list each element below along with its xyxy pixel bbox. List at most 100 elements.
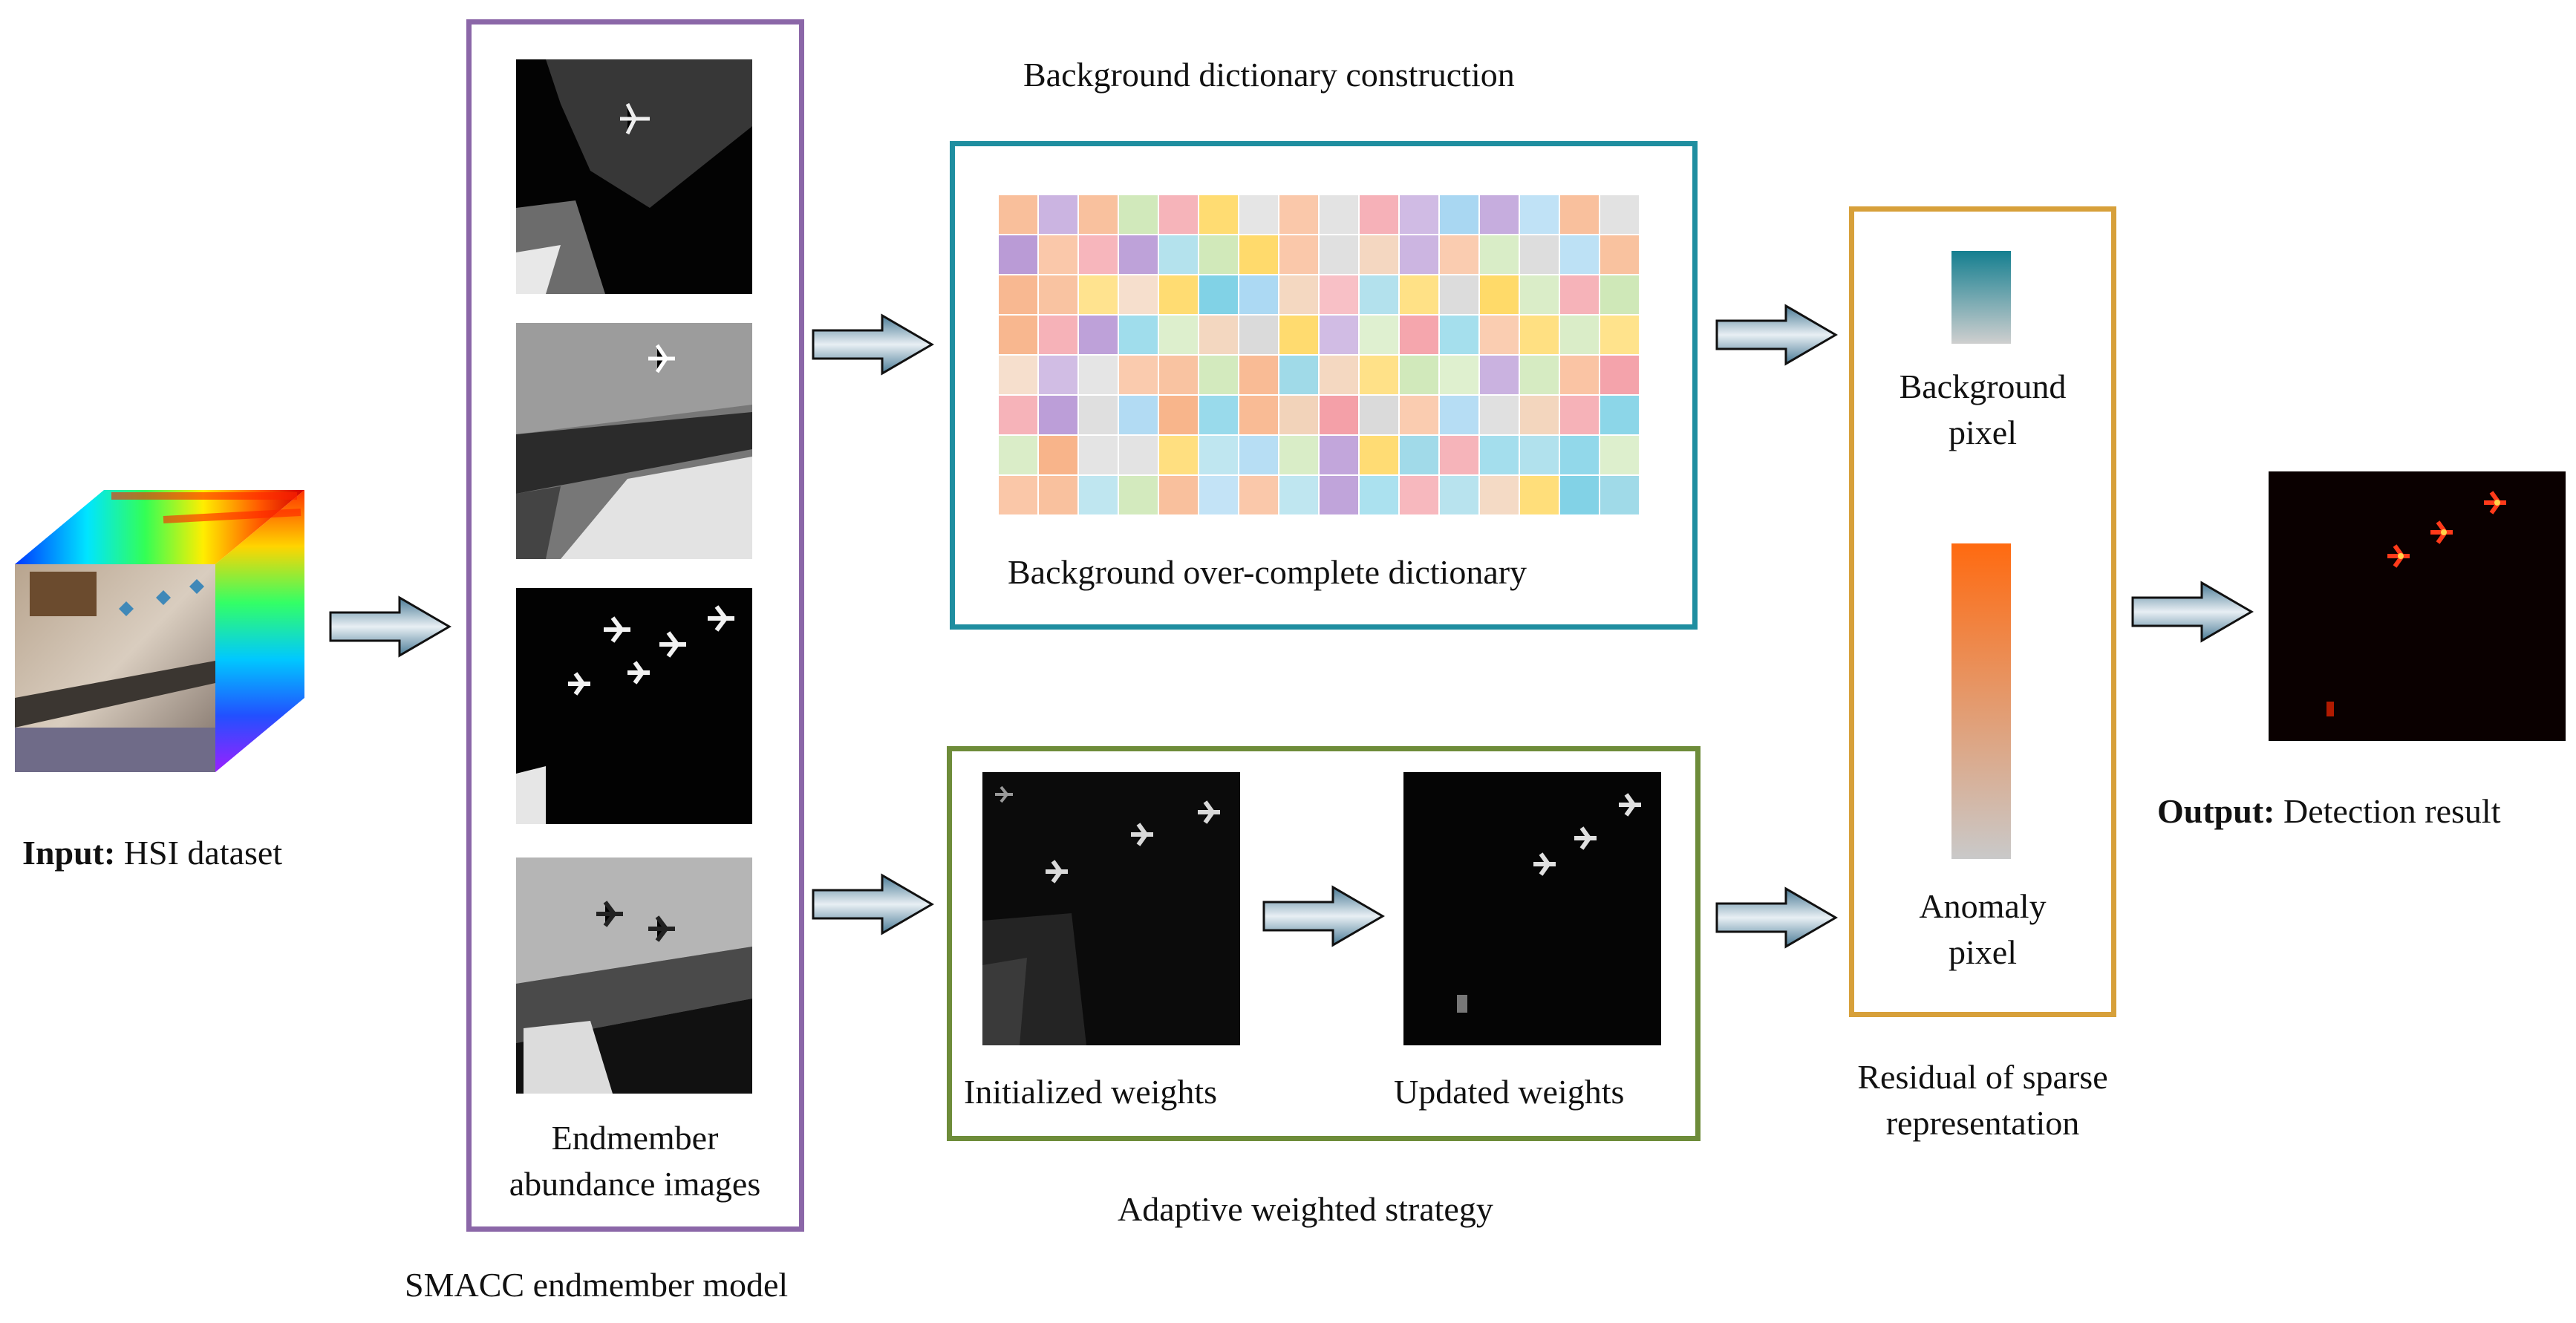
dictionary-atom-tile	[1039, 316, 1077, 354]
dictionary-atom-tile	[1400, 356, 1438, 394]
dictionary-atom-tile	[1119, 356, 1158, 394]
dictionary-atom-tile	[1279, 356, 1318, 394]
dictionary-atom-tile	[1039, 356, 1077, 394]
dictionary-atom-tile	[1239, 476, 1278, 514]
dictionary-atom-tile	[1320, 476, 1358, 514]
dictionary-atom-tile	[1239, 436, 1278, 474]
dictionary-atom-tile	[1320, 396, 1358, 434]
arrow-residual-to-output	[2131, 581, 2254, 643]
arrow-initialized-to-updated	[1262, 885, 1385, 947]
dictionary-atom-tile	[1199, 235, 1238, 274]
dictionary-atom-tile	[1199, 316, 1238, 354]
abundance-label-line1: Endmember	[551, 1119, 719, 1157]
dictionary-atom-tile	[1360, 195, 1398, 234]
dictionary-atom-tile	[1360, 396, 1398, 434]
dictionary-atom-tile	[1480, 396, 1519, 434]
dictionary-atom-tile	[1520, 356, 1559, 394]
dictionary-atom-tile	[1600, 195, 1639, 234]
dictionary-atom-tile	[1279, 436, 1318, 474]
dictionary-atom-tile	[1480, 316, 1519, 354]
dictionary-atom-tile	[1320, 316, 1358, 354]
abundance-image-1	[516, 59, 752, 294]
abundance-image-2	[516, 323, 752, 559]
dictionary-atom-tile	[1279, 275, 1318, 314]
background-pixel-line2: pixel	[1949, 414, 2017, 452]
dictionary-atom-tile	[1079, 195, 1118, 234]
abundance-image-3	[516, 588, 752, 824]
dictionary-atom-tile	[1159, 316, 1198, 354]
smacc-model-label: SMACC endmember model	[405, 1266, 789, 1304]
dictionary-atom-tile	[1119, 436, 1158, 474]
anomaly-pixel-label: Anomaly pixel	[1868, 883, 2098, 976]
dictionary-atom-tile	[1119, 396, 1158, 434]
dictionary-atom-tile	[1400, 275, 1438, 314]
dictionary-atom-tile	[1480, 235, 1519, 274]
dictionary-atom-tile	[1440, 195, 1478, 234]
dictionary-atom-tile	[1279, 235, 1318, 274]
detection-result-image	[2269, 471, 2566, 741]
smacc-box	[466, 19, 804, 1232]
dictionary-atom-tile	[1119, 275, 1158, 314]
arrow-dictionary-to-residual	[1715, 304, 1838, 366]
dictionary-atom-tile	[1480, 275, 1519, 314]
abundance-image-4	[516, 858, 752, 1094]
dictionary-atom-tile	[1400, 195, 1438, 234]
dictionary-atom-tile	[1560, 396, 1599, 434]
dictionary-atom-tile	[1039, 195, 1077, 234]
input-label-text: HSI dataset	[115, 834, 283, 872]
dictionary-inner-label: Background over-complete dictionary	[1008, 553, 1527, 591]
dictionary-atom-tile	[1239, 316, 1278, 354]
dictionary-atom-tile	[1440, 316, 1478, 354]
dictionary-atom-tile	[999, 436, 1037, 474]
dictionary-atom-tile	[1279, 316, 1318, 354]
dictionary-atom-tile	[1560, 316, 1599, 354]
adaptive-strategy-label: Adaptive weighted strategy	[1118, 1190, 1493, 1228]
residual-caption: Residual of sparse representation	[1804, 1054, 2161, 1146]
dictionary-atom-tile	[1159, 275, 1198, 314]
dictionary-atom-tile	[1480, 476, 1519, 514]
dictionary-atom-tile	[1600, 235, 1639, 274]
dictionary-atom-tile	[1600, 275, 1639, 314]
hsi-cube-image	[15, 490, 304, 772]
abundance-label-line2: abundance images	[509, 1165, 761, 1203]
dictionary-atom-tile	[999, 396, 1037, 434]
dictionary-atom-tile	[1520, 436, 1559, 474]
dictionary-atom-tile	[1199, 436, 1238, 474]
dictionary-atom-tile	[1119, 316, 1158, 354]
arrow-smacc-to-dictionary	[812, 313, 934, 376]
dictionary-atom-tile	[1199, 356, 1238, 394]
dictionary-atom-tile	[1560, 436, 1599, 474]
dictionary-atom-tile	[1320, 436, 1358, 474]
dictionary-atom-tile	[1400, 476, 1438, 514]
dictionary-atom-tile	[1079, 476, 1118, 514]
dictionary-atom-tile	[1239, 275, 1278, 314]
dictionary-atom-tile	[1159, 356, 1198, 394]
dictionary-atom-tile	[1159, 235, 1198, 274]
abundance-label: Endmember abundance images	[475, 1115, 795, 1207]
dictionary-atom-tile	[1079, 275, 1118, 314]
dictionary-atom-tile	[1079, 396, 1118, 434]
dictionary-atom-tile	[1560, 235, 1599, 274]
dictionary-atom-tile	[1079, 436, 1118, 474]
dictionary-atom-tile	[1039, 235, 1077, 274]
residual-caption-line1: Residual of sparse	[1857, 1058, 2108, 1096]
dictionary-atom-tile	[1440, 476, 1478, 514]
anomaly-pixel-line2: pixel	[1949, 933, 2017, 972]
dictionary-atom-tile	[1440, 235, 1478, 274]
dictionary-atom-tile	[1400, 235, 1438, 274]
dictionary-atom-tile	[1480, 195, 1519, 234]
dictionary-atom-tile	[1520, 235, 1559, 274]
residual-box	[1849, 206, 2116, 1017]
arrow-weights-to-residual	[1715, 886, 1838, 949]
dictionary-atom-tile	[1360, 235, 1398, 274]
dictionary-atom-tile	[1520, 195, 1559, 234]
dictionary-atom-tile	[1079, 356, 1118, 394]
dictionary-atom-tile	[1159, 396, 1198, 434]
dictionary-atom-tile	[1560, 195, 1599, 234]
dictionary-atom-tile	[1440, 396, 1478, 434]
dictionary-atom-tile	[1400, 396, 1438, 434]
dictionary-atom-tile	[999, 476, 1037, 514]
dictionary-atom-tile	[1119, 476, 1158, 514]
dictionary-atom-tile	[999, 316, 1037, 354]
dictionary-atom-tile	[1600, 316, 1639, 354]
